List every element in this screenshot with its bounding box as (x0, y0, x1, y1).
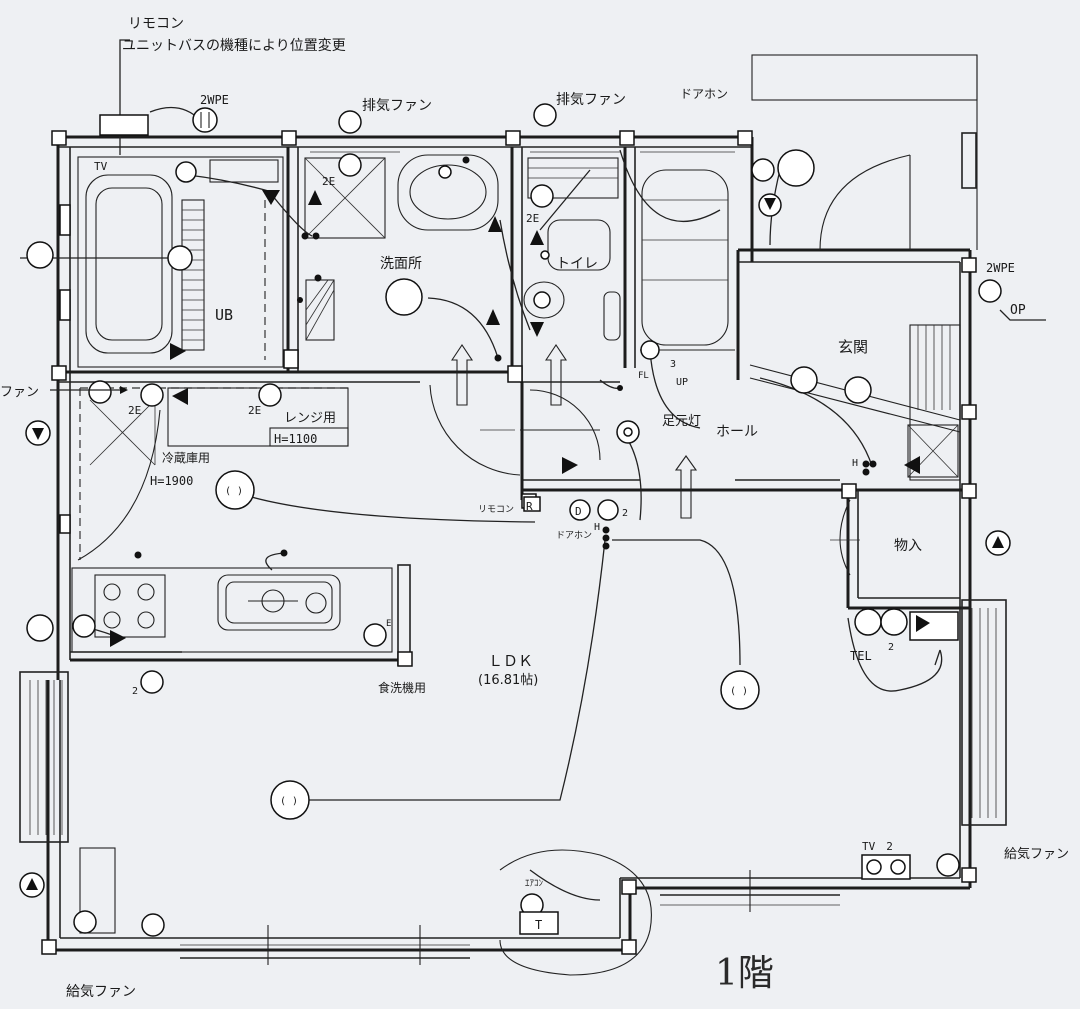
porch-canopy (751, 54, 978, 250)
posts (41, 130, 977, 955)
ceiling-lights (215, 278, 760, 820)
fridge-label: 冷蔵庫用 (162, 451, 210, 465)
supply-fan-bottom-label: 給気ファン (66, 984, 136, 1000)
tel-label: TEL (850, 649, 872, 663)
kitchen-fixtures (71, 567, 393, 934)
floor-note: 1階 (715, 953, 774, 994)
remote-top-label: リモコン (128, 16, 184, 32)
range-box (167, 387, 349, 447)
hall-label: ホール (716, 424, 758, 440)
window-right (961, 599, 1007, 826)
monoire-label: 物入 (894, 538, 922, 554)
light-paren-2: ( ) (730, 686, 748, 697)
exhaust-fan-1-label: 排気ファン (362, 98, 432, 114)
flow-arrows (450, 344, 698, 519)
unit-bath (77, 156, 284, 368)
door-phone-top-label: ドアホン (680, 87, 728, 101)
remocon-r-label: リモコン (478, 505, 514, 515)
e2-toilet-label: 2E (526, 212, 539, 225)
op-label: OP (1010, 303, 1026, 318)
fl-label: FL (638, 371, 649, 381)
door-arcs (429, 384, 601, 476)
fridge-h-label: H=1900 (150, 474, 193, 488)
e2-wash-label: 2E (322, 175, 335, 188)
ashimoto-label: 足元灯 (662, 414, 701, 429)
closet-fixtures (640, 169, 735, 351)
fan-left-label: ファン (0, 385, 39, 400)
light-paren-1: ( ) (225, 486, 243, 497)
eakon-label: ｴｱｺﾝ (525, 879, 544, 889)
triangle-markers (19, 190, 1011, 898)
toilet-fixtures (523, 157, 621, 341)
dishwasher-label: 食洗機用 (378, 680, 426, 695)
exhaust-fan-2-label: 排気ファン (556, 92, 626, 108)
wpe-right-label: 2WPE (986, 261, 1015, 275)
interior-walls (56, 147, 970, 680)
n2-tel-label: 2 (888, 642, 894, 653)
window-left (19, 671, 69, 843)
e2-kitchen-a-label: 2E (128, 404, 141, 417)
door-phone-mid-label: ドアホン (556, 530, 592, 541)
e2-kitchen-b-label: 2E (248, 404, 261, 417)
junction-dots (134, 156, 877, 559)
e-dish-label: E (386, 619, 391, 629)
unitbath-note-label: ユニットバスの機種により位置変更 (122, 37, 346, 54)
ub-label: UB (215, 306, 233, 324)
wpe-top-label: 2WPE (200, 93, 229, 107)
ldk-area-label: (16.81帖) (478, 673, 538, 688)
tv2-label: TV 2 (862, 840, 893, 853)
leader-arrows (50, 386, 941, 666)
up-label: UP (676, 377, 688, 388)
tv-bath-label: TV (94, 160, 108, 173)
storage-fixtures (830, 499, 860, 576)
n2-mid-label: 2 (622, 508, 628, 519)
light-paren-3: ( ) (280, 796, 298, 807)
range-label: レンジ用 (284, 411, 336, 426)
outlet-symbols (26, 103, 1002, 937)
n2-kitchen-label: 2 (132, 686, 138, 697)
supply-fan-right-label: 給気ファン (1004, 846, 1069, 862)
h-mark-hall: H (852, 458, 858, 469)
text-labels: リモコン ユニットバスの機種により位置変更 2WPE 排気ファン 排気ファン ド… (0, 16, 1069, 1000)
toilet-label: トイレ (556, 256, 598, 272)
t-mark: T (535, 918, 542, 932)
window-bottom (180, 870, 840, 965)
senmen-label: 洗面所 (380, 256, 422, 272)
genkan-label: 玄関 (838, 338, 868, 356)
n3-label: 3 (670, 359, 676, 370)
range-h-label: H=1100 (274, 432, 317, 446)
r-mark: R (526, 500, 533, 513)
ldk-label: ＬＤＫ (488, 652, 533, 670)
h-mark-mid: H (594, 522, 600, 533)
d-mark: D (575, 505, 582, 518)
fridge-area (77, 399, 161, 561)
